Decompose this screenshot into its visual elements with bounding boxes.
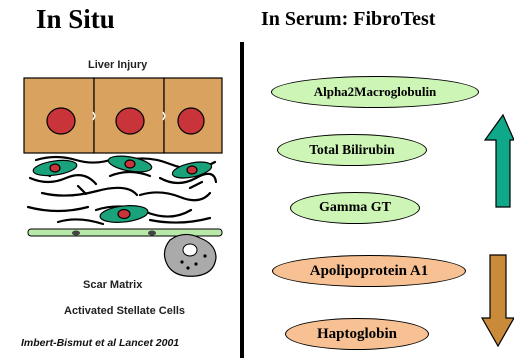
hepatocyte-row xyxy=(24,78,222,153)
citation: Imbert-Bismut et al Lancet 2001 xyxy=(21,337,179,349)
marker-haptoglobin: Haptoglobin xyxy=(285,318,429,350)
activated-stellate-cells-label: Activated Stellate Cells xyxy=(64,305,185,317)
marker-gamma-gt: Gamma GT xyxy=(290,192,420,224)
nucleus xyxy=(178,108,204,134)
marker-apolipoprotein-a1: Apolipoprotein A1 xyxy=(272,255,466,287)
marker-total-bilirubin: Total Bilirubin xyxy=(277,134,427,166)
nucleus xyxy=(47,108,75,134)
kupffer-cell xyxy=(164,234,216,276)
arrow-up-icon xyxy=(485,115,514,207)
marker-label: Gamma GT xyxy=(319,200,391,216)
marker-label: Apolipoprotein A1 xyxy=(310,263,429,280)
marker-alpha2macroglobulin: Alpha2Macroglobulin xyxy=(271,76,479,108)
marker-label: Alpha2Macroglobulin xyxy=(314,84,437,100)
nucleus xyxy=(116,108,144,134)
marker-label: Haptoglobin xyxy=(317,326,397,343)
divider xyxy=(240,42,244,358)
arrow-down-icon xyxy=(482,255,514,346)
scar-matrix-label: Scar Matrix xyxy=(83,279,142,291)
marker-label: Total Bilirubin xyxy=(309,142,394,158)
